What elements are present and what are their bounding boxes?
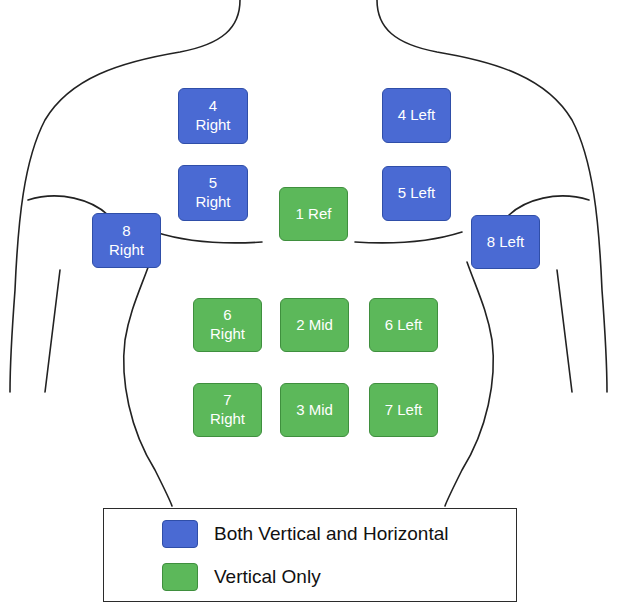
electrode-label: 5 Left: [398, 184, 436, 203]
electrode-label: 3 Mid: [296, 401, 333, 420]
electrode-pad-vertical: 7 Right: [193, 383, 262, 437]
electrode-label: 6 Left: [385, 316, 423, 335]
arm-inner: [45, 270, 60, 392]
legend-label: Vertical Only: [214, 566, 321, 588]
electrode-label: 2 Mid: [296, 316, 333, 335]
electrode-pad-both: 4 Right: [178, 88, 248, 144]
legend-swatch: [162, 520, 198, 548]
electrode-pad-vertical: 2 Mid: [280, 298, 349, 352]
torso-half: [355, 0, 607, 506]
legend-entry: Both Vertical and Horizontal: [162, 520, 448, 548]
electrode-label: 4 Right: [192, 97, 234, 135]
torso-half: [10, 0, 262, 506]
electrode-pad-both: 5 Right: [178, 165, 248, 221]
legend-box: Both Vertical and HorizontalVertical Onl…: [103, 508, 517, 602]
legend-swatch: [162, 563, 198, 591]
pectoral-line: [355, 232, 462, 243]
legend-entry: Vertical Only: [162, 563, 321, 591]
electrode-label: 1 Ref: [296, 205, 332, 224]
electrode-pad-vertical: 7 Left: [369, 383, 438, 437]
electrode-label: 7 Left: [385, 401, 423, 420]
electrode-pad-both: 8 Left: [471, 215, 540, 269]
electrode-label: 7 Right: [207, 391, 249, 429]
deltoid-line: [509, 196, 589, 215]
electrode-pad-vertical: 6 Right: [193, 298, 262, 352]
electrode-pad-both: 8 Right: [92, 213, 161, 268]
electrode-label: 8 Right: [106, 222, 148, 260]
electrode-label: 6 Right: [207, 306, 249, 344]
electrode-pad-vertical: 6 Left: [369, 298, 438, 352]
torso-side: [445, 262, 493, 506]
torso-side: [124, 262, 172, 506]
electrode-pad-both: 4 Left: [382, 88, 451, 143]
electrode-label: 8 Left: [487, 233, 525, 252]
pectoral-line: [155, 232, 262, 243]
arm-inner: [557, 270, 572, 392]
electrode-label: 4 Left: [398, 106, 436, 125]
electrode-pad-vertical: 1 Ref: [279, 187, 348, 241]
electrode-pad-both: 5 Left: [382, 166, 451, 221]
electrode-label: 5 Right: [192, 174, 234, 212]
electrode-pad-vertical: 3 Mid: [280, 383, 349, 437]
legend-label: Both Vertical and Horizontal: [214, 523, 448, 545]
